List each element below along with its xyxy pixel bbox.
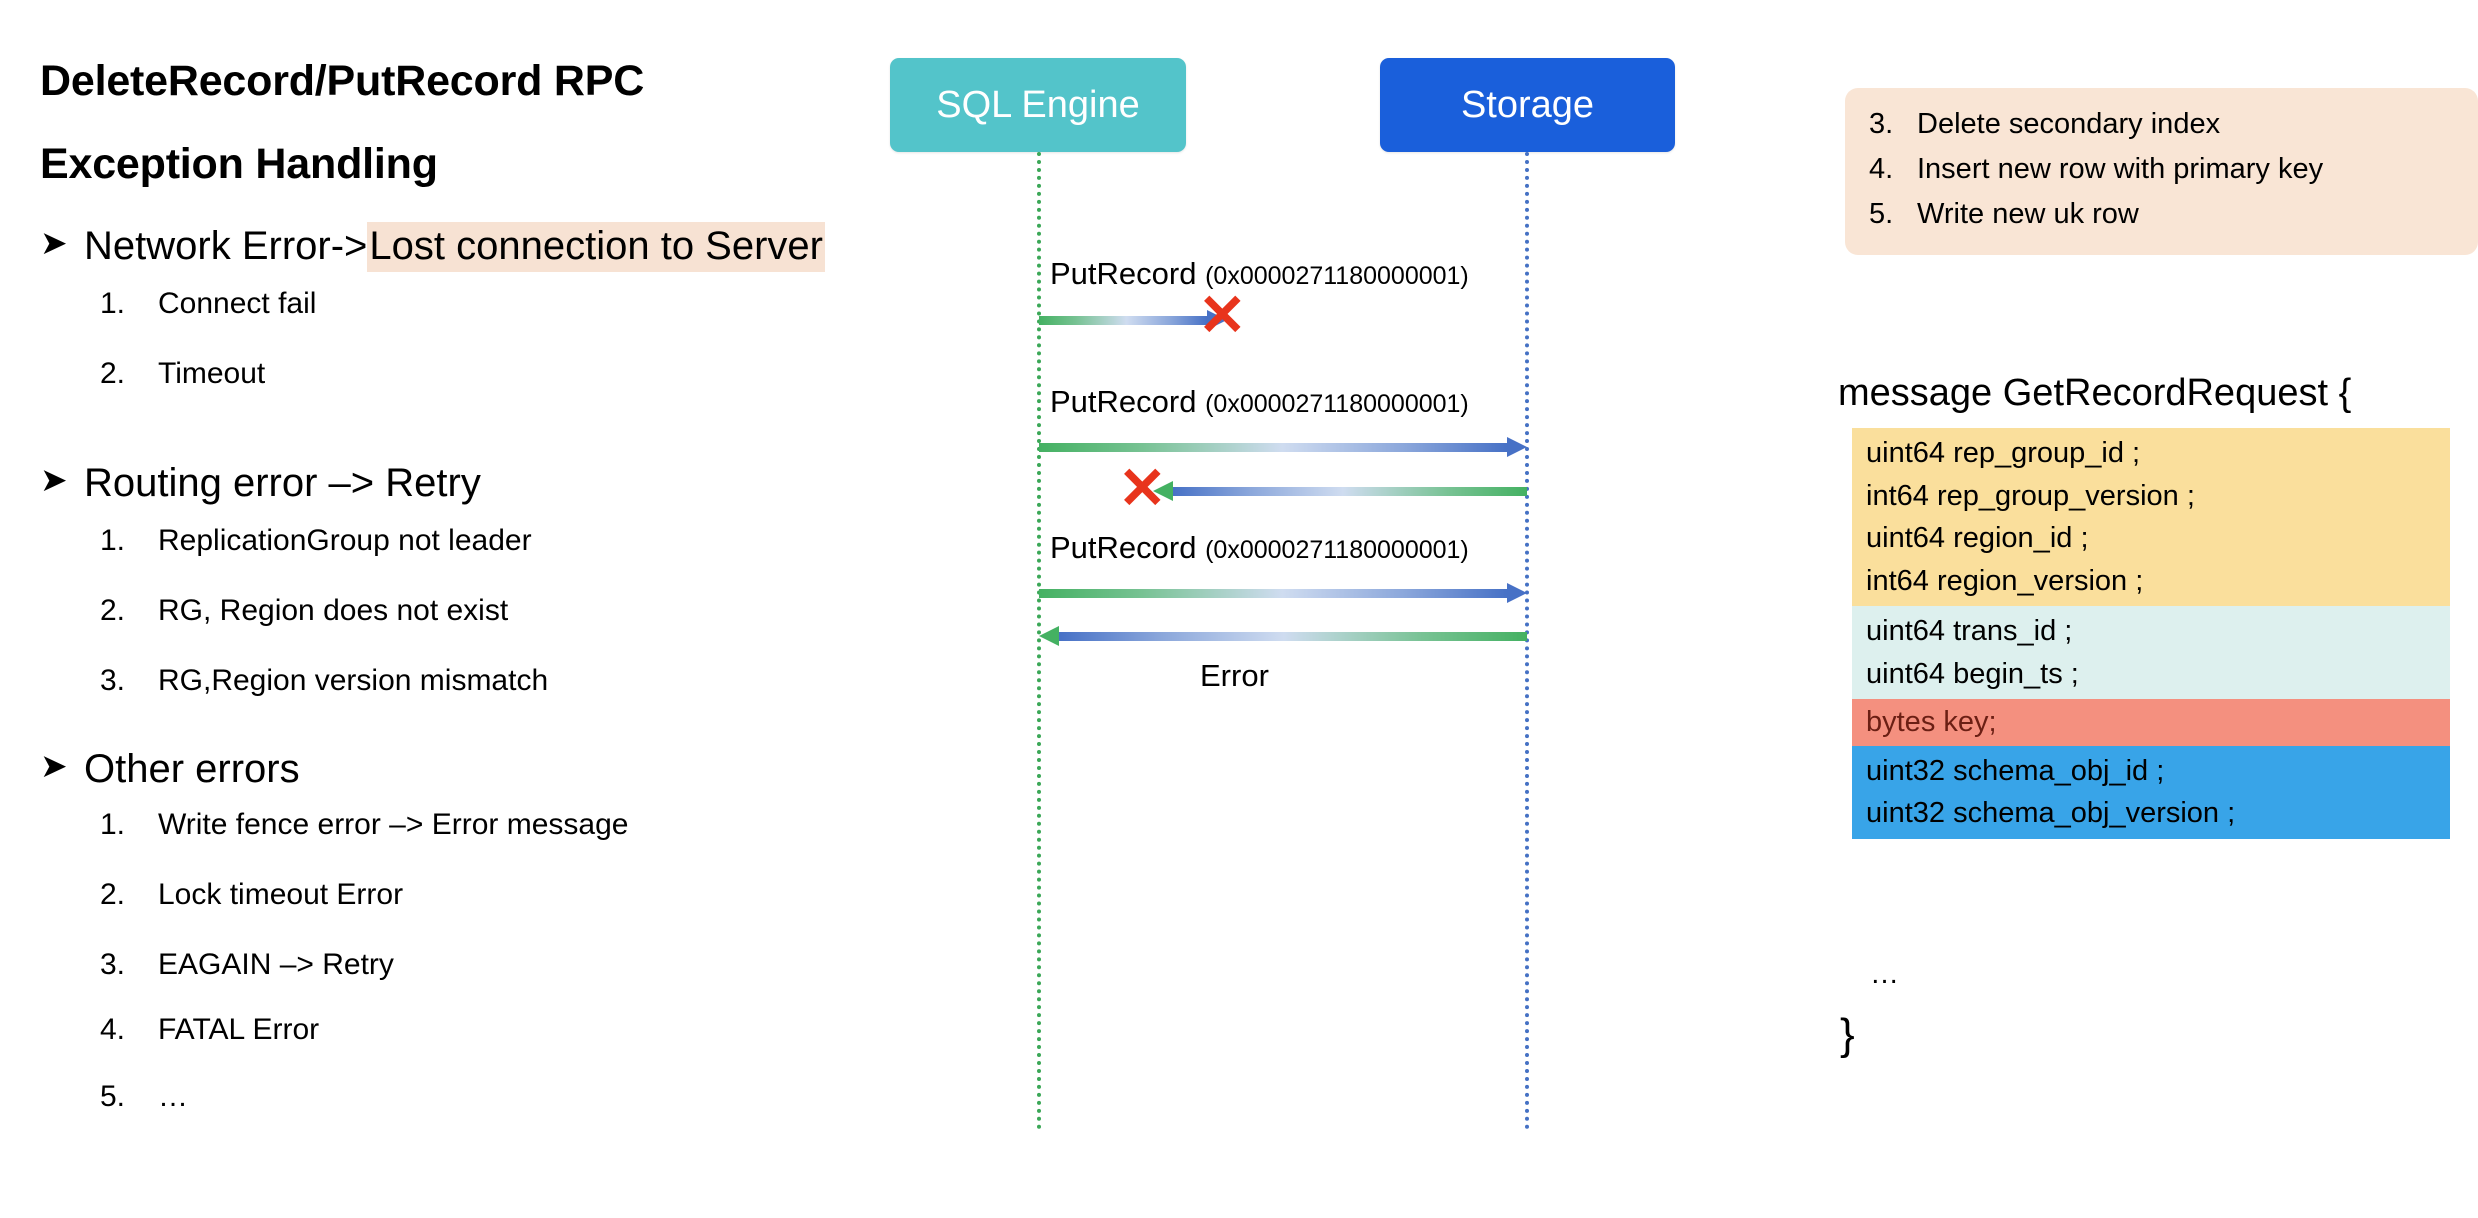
section-heading-other-errors: Other errors [84, 747, 300, 791]
list-item-label: Write fence error –> Error message [158, 808, 629, 841]
message-label-1: PutRecord (0x0000271180000001) [1050, 258, 1469, 289]
list-item: 2. Lock timeout Error [100, 878, 403, 912]
list-item-number: 1. [100, 524, 126, 557]
proto-field: int64 rep_group_version ; [1866, 479, 2195, 512]
list-item-label: FATAL Error [158, 1013, 320, 1046]
list-item: 2. RG, Region does not exist [100, 594, 508, 628]
message-arg: (0x0000271180000001) [1205, 390, 1469, 418]
proto-field: uint64 trans_id ; [1866, 615, 2073, 648]
message-name: PutRecord [1050, 384, 1197, 419]
actor-box-storage: Storage [1380, 58, 1675, 152]
list-item-label: Delete secondary index [1917, 108, 2221, 140]
list-item-label: RG, Region does not exist [158, 594, 509, 627]
section-heading-plain: Network Error-> [84, 224, 368, 268]
list-item: 5. … [100, 1080, 188, 1114]
message-name: PutRecord [1050, 256, 1197, 291]
proto-group-key: bytes key; [1852, 699, 2450, 746]
proto-field: uint64 rep_group_id ; [1866, 437, 2141, 469]
error-x-icon: ✕ [1118, 456, 1167, 521]
message-arrow-4 [1039, 583, 1527, 603]
message-arrow-3 [1153, 481, 1527, 501]
list-item-label: Insert new row with primary key [1917, 153, 2324, 185]
list-item-label: … [158, 1080, 188, 1113]
proto-message-title: message GetRecordRequest { [1838, 372, 2352, 414]
message-arrow-5 [1039, 626, 1527, 646]
list-item-number: 1. [100, 808, 126, 841]
page-title-line2: Exception Handling [40, 140, 438, 188]
steps-card: 3. Delete secondary index 4. Insert new … [1845, 88, 2478, 255]
list-item-label: RG,Region version mismatch [158, 664, 549, 697]
list-item-label: ReplicationGroup not leader [158, 524, 532, 557]
list-item: 3. RG,Region version mismatch [100, 664, 548, 698]
section-heading-routing-error: Routing error –> Retry [84, 461, 481, 505]
sequence-diagram: SQL Engine Storage PutRecord (0x00002711… [860, 0, 1720, 1218]
list-item-number: 2. [100, 878, 126, 911]
list-item: 1. Write fence error –> Error message [100, 808, 628, 842]
proto-group-transaction: uint64 trans_id ; uint64 begin_ts ; [1852, 606, 2450, 700]
slide-content-pane: DeleteRecord/PutRecord RPC Exception Han… [0, 0, 1040, 1218]
bullet-arrow-icon: ➤ [40, 460, 68, 499]
list-item-number: 1. [100, 287, 126, 320]
message-arrow-2 [1039, 437, 1527, 457]
lifeline-storage [1525, 152, 1529, 1130]
proto-field: uint64 begin_ts ; [1866, 657, 2079, 690]
list-item: 1. Connect fail [100, 287, 316, 321]
proto-field-list: uint64 rep_group_id ; int64 rep_group_ve… [1852, 428, 2450, 839]
message-name: PutRecord [1050, 530, 1197, 565]
list-item: 5. Write new uk row [1845, 192, 2478, 237]
bullet-section-network-error: ➤ Network Error->Lost connection to Serv… [40, 222, 825, 272]
list-item-label: Connect fail [158, 287, 317, 320]
proto-closing-brace: } [1840, 1010, 1855, 1059]
section-heading-highlight: Lost connection to Server [367, 222, 825, 272]
list-item-number: 2. [100, 357, 126, 390]
message-label-2: PutRecord (0x0000271180000001) [1050, 386, 1469, 417]
bullet-arrow-icon: ➤ [40, 223, 68, 262]
message-label-5: Error [1200, 658, 1269, 693]
message-arg: (0x0000271180000001) [1205, 536, 1469, 564]
proto-group-schema: uint32 schema_obj_id ; uint32 schema_obj… [1852, 745, 2450, 839]
list-item-number: 5. [100, 1080, 126, 1113]
bullet-arrow-icon: ➤ [40, 746, 68, 785]
list-item-label: EAGAIN –> Retry [158, 948, 394, 981]
list-item-number: 2. [100, 594, 126, 627]
list-item: 3. EAGAIN –> Retry [100, 948, 394, 982]
proto-field: uint32 schema_obj_version ; [1866, 797, 2236, 830]
list-item-number: 3. [100, 948, 126, 981]
proto-field: int64 region_version ; [1866, 564, 2144, 597]
proto-group-routing: uint64 rep_group_id ; int64 rep_group_ve… [1852, 428, 2450, 607]
message-label-4: PutRecord (0x0000271180000001) [1050, 532, 1469, 563]
message-arrow-1 [1039, 310, 1227, 330]
list-item: 4. Insert new row with primary key [1845, 147, 2478, 192]
proto-field: uint32 schema_obj_id ; [1866, 754, 2165, 787]
list-item-number: 4. [1869, 153, 1894, 185]
list-item: 1. ReplicationGroup not leader [100, 524, 532, 558]
list-item-label: Timeout [158, 357, 266, 390]
message-arg: (0x0000271180000001) [1205, 262, 1469, 290]
error-x-icon: ✕ [1198, 283, 1247, 348]
bullet-section-routing-error: ➤ Routing error –> Retry [40, 459, 481, 507]
list-item-number: 4. [100, 1013, 126, 1046]
bullet-section-other-errors: ➤ Other errors [40, 745, 300, 793]
list-item-label: Lock timeout Error [158, 878, 404, 911]
list-item: 4. FATAL Error [100, 1013, 319, 1047]
list-item: 3. Delete secondary index [1845, 102, 2478, 147]
proto-field: uint64 region_id ; [1866, 522, 2089, 555]
proto-ellipsis: … [1870, 958, 1901, 990]
actor-box-sql-engine: SQL Engine [890, 58, 1186, 152]
page-title-line1: DeleteRecord/PutRecord RPC [40, 57, 645, 105]
proto-field: bytes key; [1866, 706, 1997, 739]
list-item: 2. Timeout [100, 357, 265, 391]
list-item-number: 3. [1869, 108, 1894, 140]
list-item-number: 3. [100, 664, 126, 697]
right-annotations-pane: 3. Delete secondary index 4. Insert new … [1830, 0, 2478, 1218]
list-item-label: Write new uk row [1917, 198, 2139, 230]
section-heading-network-error: Network Error->Lost connection to Server [84, 222, 825, 272]
list-item-number: 5. [1869, 198, 1894, 230]
